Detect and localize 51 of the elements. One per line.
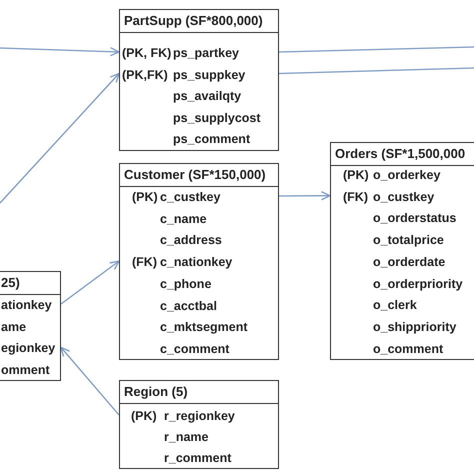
key-label: (FK) xyxy=(343,190,368,205)
field-name: o_orderkey xyxy=(373,168,440,183)
field-name: ps_suppkey xyxy=(173,68,246,82)
table-title: PartSupp (SF*800,000) xyxy=(124,13,263,28)
table-title: Region (5) xyxy=(124,384,188,399)
key-label: (FK) xyxy=(132,255,157,270)
connector-arrow xyxy=(60,346,120,416)
field-name: o_orderpriority xyxy=(373,276,463,292)
table-title: 25) xyxy=(1,275,20,290)
field-name: ps_supplycost xyxy=(173,110,261,126)
field-name: o_orderstatus xyxy=(373,211,456,226)
field-name: o_orderdate xyxy=(373,254,446,270)
entity-table xyxy=(0,271,61,381)
field-name: r_name xyxy=(164,430,208,445)
table-title: Orders (SF*1,500,000 xyxy=(335,146,466,161)
field-name: r_comment xyxy=(164,451,232,466)
field-name: c_name xyxy=(160,212,207,227)
field-name: c_phone xyxy=(160,276,212,292)
field-name: c_comment xyxy=(160,342,230,357)
field-name: o_comment xyxy=(373,342,444,357)
field-name: ationkey xyxy=(1,298,52,313)
connector-arrow xyxy=(0,72,120,204)
field-name: o_custkey xyxy=(373,190,434,205)
field-name: o_totalprice xyxy=(373,233,444,248)
field-name: c_nationkey xyxy=(160,255,232,270)
field-name: ps_comment xyxy=(173,132,250,147)
field-name: c_acctbal xyxy=(160,298,217,314)
field-name: omment xyxy=(1,363,50,378)
field-name: o_clerk xyxy=(373,298,417,314)
field-name: ame xyxy=(1,320,26,335)
key-label: (PK) xyxy=(132,190,158,205)
field-name: egionkey xyxy=(1,341,56,356)
field-name: c_mktsegment xyxy=(160,320,248,336)
entity-table xyxy=(119,163,279,360)
key-label: (PK,FK) xyxy=(122,68,168,82)
table-title: Customer (SF*150,000) xyxy=(124,167,266,182)
entity-table xyxy=(119,9,279,151)
key-label: (PK, FK) xyxy=(122,46,172,61)
field-name: ps_partkey xyxy=(173,46,240,61)
field-name: r_regionkey xyxy=(164,409,235,424)
entity-table xyxy=(119,380,279,469)
connector-arrow xyxy=(279,191,331,200)
connector-arrow xyxy=(0,47,120,56)
connector-arrow xyxy=(60,260,120,305)
key-label: (PK) xyxy=(343,168,369,183)
entity-table xyxy=(330,142,474,360)
field-name: c_custkey xyxy=(160,190,220,205)
field-name: ps_availqty xyxy=(173,89,242,104)
field-name: c_address xyxy=(160,233,222,248)
field-name: o_shippriority xyxy=(373,320,456,335)
key-label: (PK) xyxy=(131,409,157,424)
